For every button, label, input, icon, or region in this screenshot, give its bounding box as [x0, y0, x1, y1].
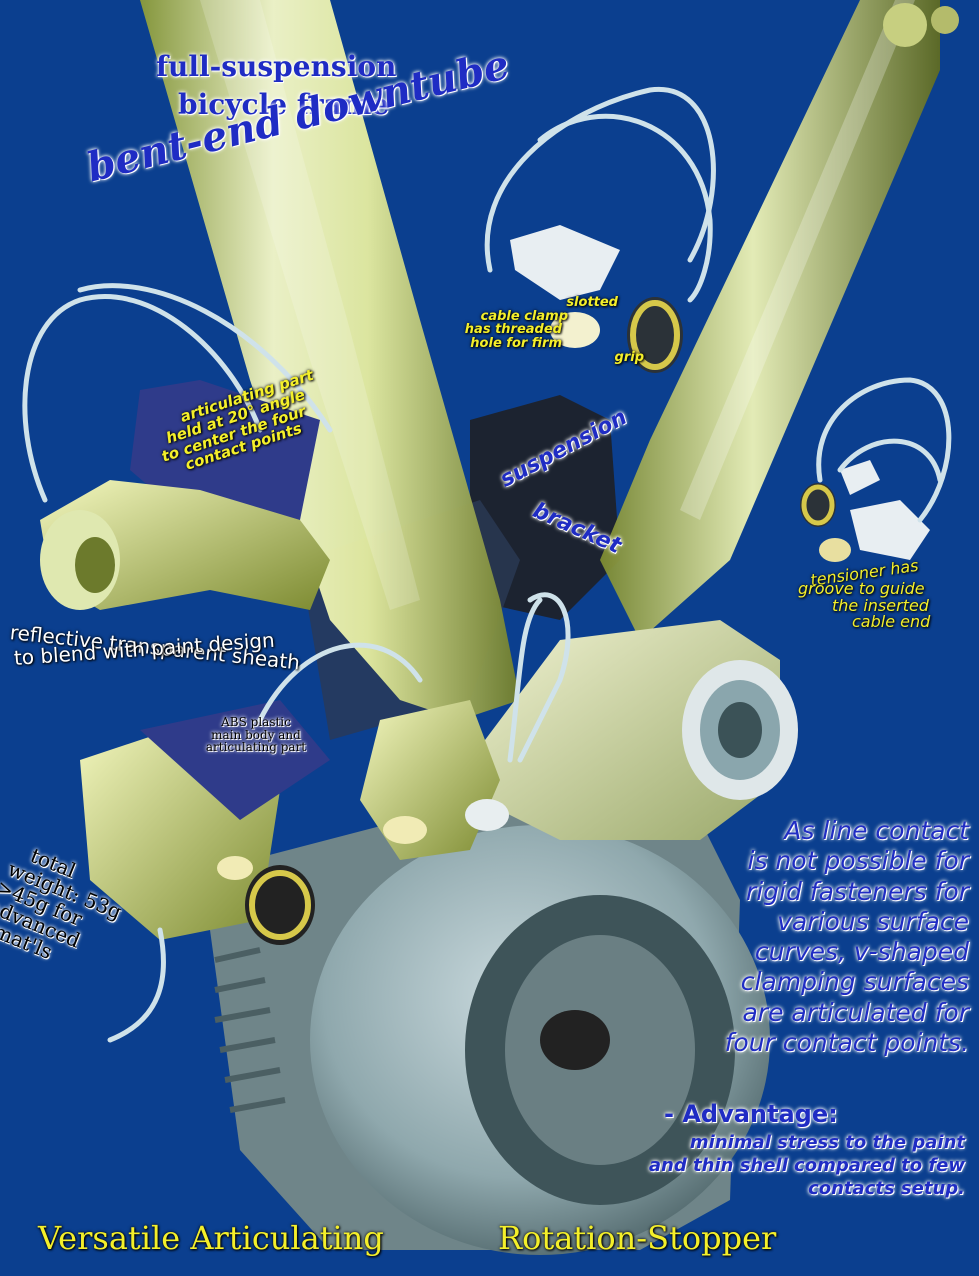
upper-left-clamp	[40, 380, 330, 610]
frame-title-line2: bicycle frame	[178, 88, 390, 121]
advantage-block: minimal stress to the paint and thin she…	[648, 1132, 965, 1199]
explanation-line: various surface	[777, 906, 969, 936]
upper-right-clamp	[510, 225, 683, 373]
cable-clamp-line: grip	[614, 349, 644, 365]
explanation-line: is not possible for	[747, 846, 969, 876]
explanation-line: are articulated for	[742, 997, 969, 1027]
cable-clamp-line: cable clamp	[480, 308, 568, 324]
advantage-line: and thin shell compared to few	[648, 1154, 965, 1176]
abs-note: ABS plastic main body and articulating p…	[196, 716, 316, 754]
explanation-line: rigid fasteners for	[745, 876, 969, 906]
cable-clamp-line: hole for firm	[470, 335, 562, 351]
title-right: Rotation-Stopper	[498, 1219, 777, 1257]
explanation-line: four contact points.	[724, 1027, 969, 1057]
downtube	[140, 0, 520, 720]
cables	[22, 86, 952, 1043]
explanation-line: clamping surfaces	[740, 967, 969, 997]
title-left: Versatile Articulating	[38, 1219, 384, 1257]
explanation-line: As line contact	[784, 816, 969, 845]
advantage-line: contacts setup.	[808, 1177, 965, 1199]
cable-clamp-line: has threaded	[464, 322, 562, 338]
tensioner-line: cable end	[852, 612, 931, 632]
explanation-line: curves, v-shaped	[754, 937, 969, 966]
tensioner-line: groove to guide	[798, 578, 925, 598]
cable-clamp-line: slotted	[566, 295, 618, 310]
seat-tube	[600, 0, 940, 640]
abs-line: articulating part	[205, 740, 307, 755]
cable-clamp-note: slotted cable clamp has threaded hole fo…	[465, 296, 644, 364]
tensioner-line: the inserted	[832, 595, 929, 615]
tensioner-note: tensioner has groove to guide the insert…	[790, 556, 930, 631]
bottom-bracket	[470, 620, 798, 840]
abs-line: main body and	[211, 727, 301, 742]
explanation-block: As line contact is not possible for rigi…	[724, 816, 969, 1060]
lower-clamps	[80, 700, 509, 945]
frame-title-line1: full-suspension	[156, 50, 397, 83]
abs-line: ABS plastic	[221, 715, 291, 729]
advantage-heading: - Advantage:	[664, 1100, 838, 1128]
motor-housing	[210, 800, 770, 1255]
advantage-line: minimal stress to the paint	[689, 1132, 965, 1153]
right-tensioner	[800, 460, 930, 562]
